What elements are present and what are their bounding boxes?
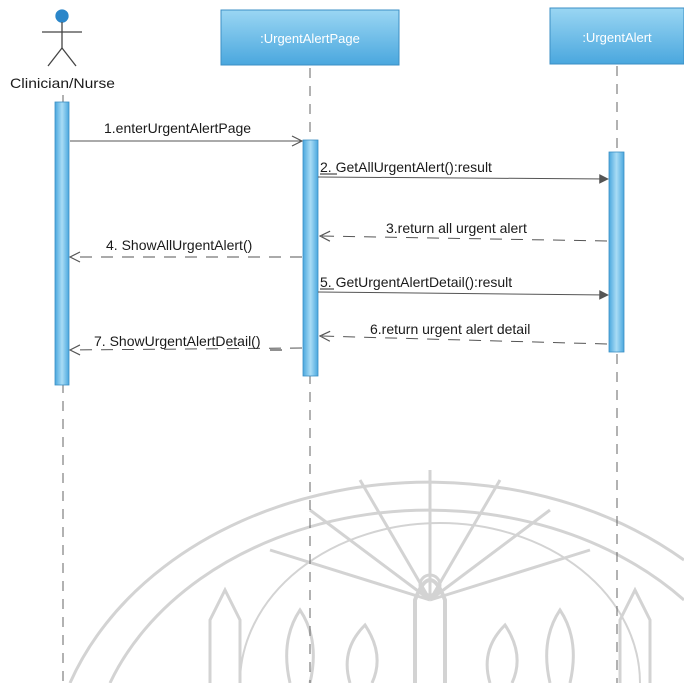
message-label: 2. GetAllUrgentAlert():result <box>320 159 492 175</box>
message-7: 7. ShowUrgentAlertDetail() <box>70 333 303 350</box>
message-3: 3.return all urgent alert <box>320 220 608 241</box>
actor-name: Clinician/Nurse <box>10 75 115 91</box>
message-5: 5. GetUrgentAlertDetail():result <box>317 274 608 295</box>
university-seal-watermark <box>68 470 684 683</box>
lifeline-name: :UrgentAlert <box>582 30 652 45</box>
message-2: 2. GetAllUrgentAlert():result <box>317 159 608 179</box>
lifeline-header-urgent-alert: :UrgentAlert <box>549 7 684 65</box>
message-label: 3.return all urgent alert <box>386 220 527 236</box>
actor-stick-figure-icon <box>42 9 82 67</box>
message-6: 6.return urgent alert detail <box>320 321 608 345</box>
message-label: 4. ShowAllUrgentAlert() <box>106 237 252 253</box>
message-label: 7. ShowUrgentAlertDetail() <box>94 333 261 349</box>
message-label: 6.return urgent alert detail <box>370 321 530 337</box>
actor-activation-bar <box>54 101 70 386</box>
lifeline-name: :UrgentAlertPage <box>260 31 360 46</box>
message-label: 1.enterUrgentAlertPage <box>104 120 251 136</box>
lifeline-header-urgent-alert-page: :UrgentAlertPage <box>220 9 400 66</box>
alert-activation-bar <box>608 151 625 353</box>
message-4: 4. ShowAllUrgentAlert() <box>70 237 302 257</box>
message-label: 5. GetUrgentAlertDetail():result <box>320 274 512 290</box>
message-1: 1.enterUrgentAlertPage <box>70 120 302 141</box>
page-activation-bar <box>302 139 319 377</box>
